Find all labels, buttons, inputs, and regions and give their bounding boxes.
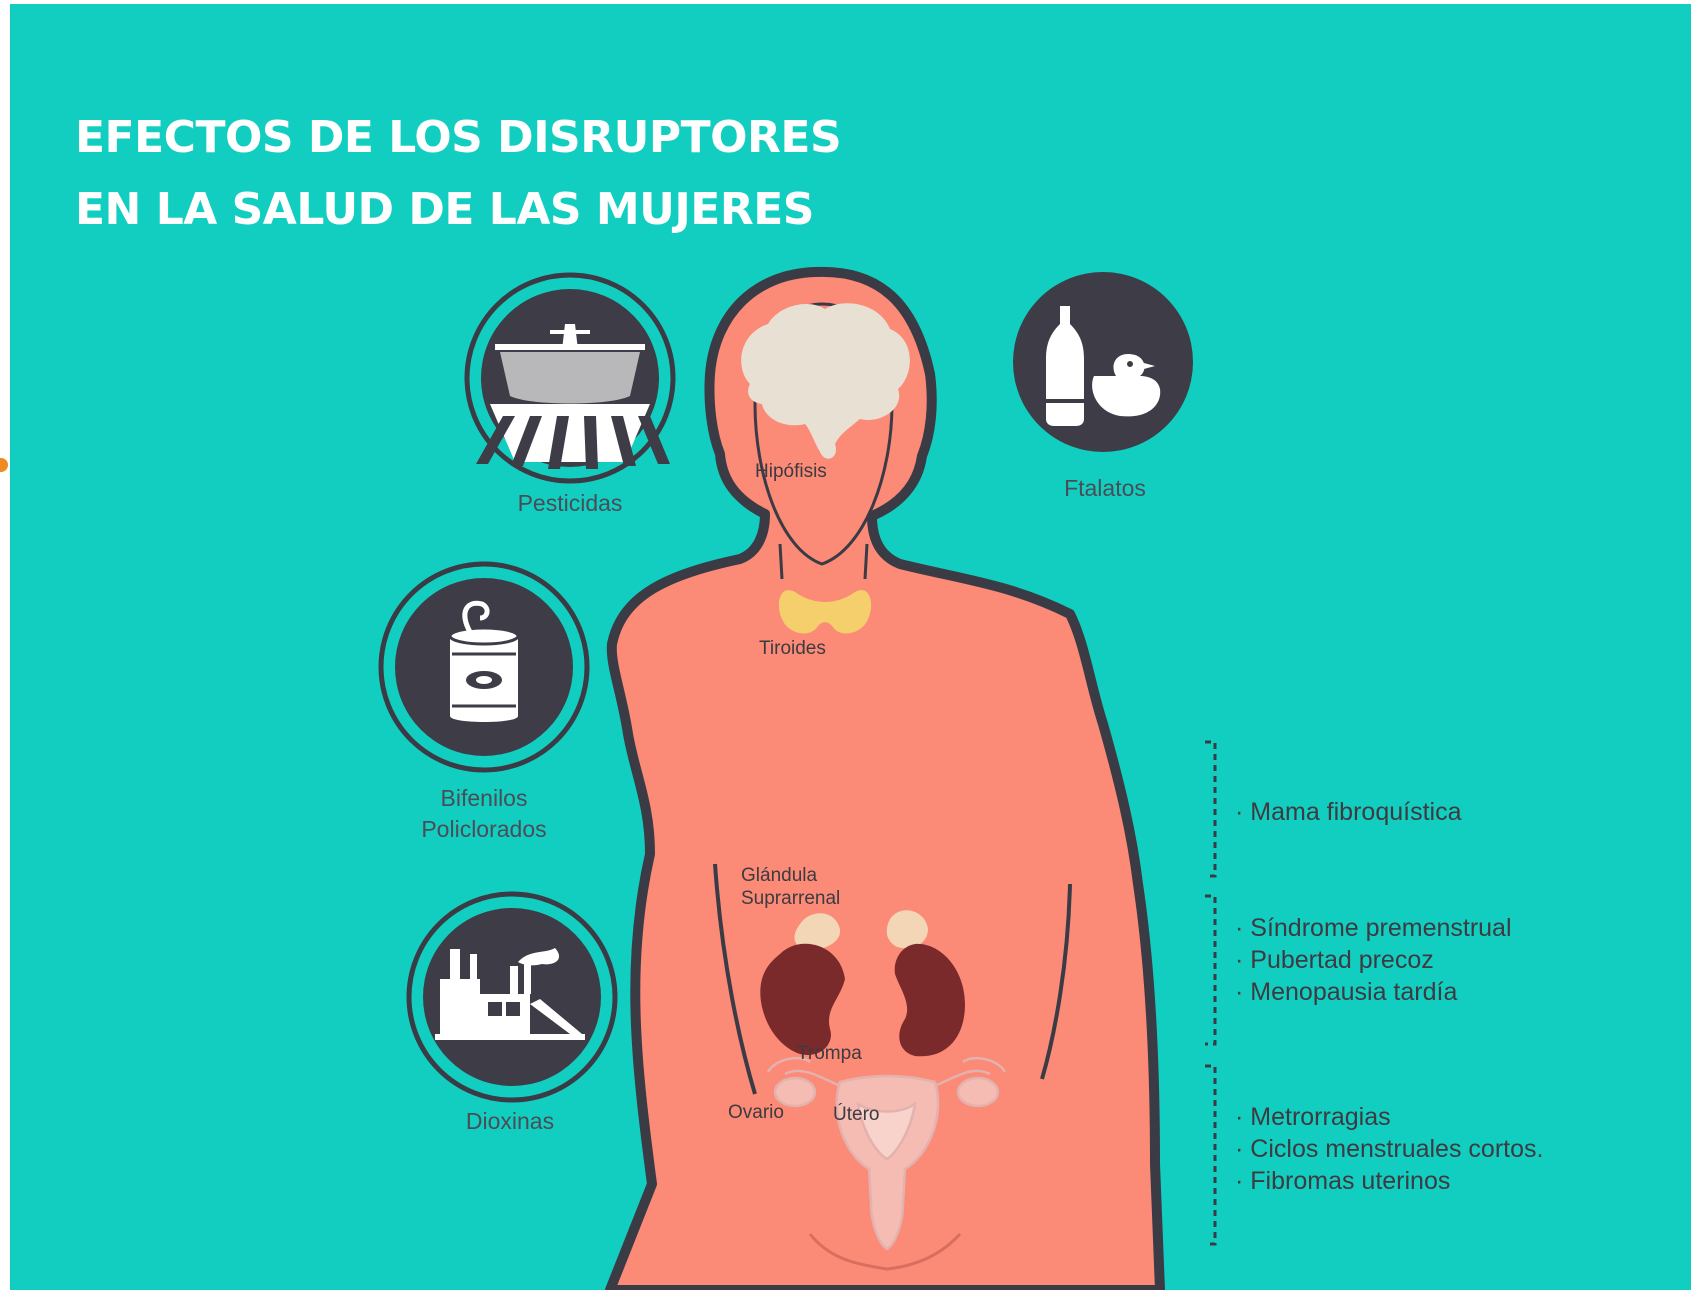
tin-can-icon [378,561,590,773]
crotch-line [808,1232,962,1271]
effect-item: Menopausia tardía [1235,976,1512,1008]
left-adrenal [794,913,841,950]
label-bifenilos-line-1: Bifenilos [440,785,528,811]
neck-lines [778,543,869,580]
label-ovario: Ovario [728,1102,784,1123]
left-kidney [760,943,845,1055]
effect-item: Mama fibroquística [1235,796,1461,828]
effect-item: Metrorragias [1235,1101,1543,1133]
effects-group-hormonal: Síndrome premenstrual Pubertad precoz Me… [1235,912,1512,1008]
label-tiroides: Tiroides [759,638,826,659]
reproductive-organs [766,1056,1007,1251]
label-dioxinas: Dioxinas [465,1108,555,1134]
bottle-and-duck-icon [1013,272,1193,452]
right-adrenal [886,910,928,949]
effects-group-uterine: Metrorragias Ciclos menstruales cortos. … [1235,1101,1543,1197]
label-hipofisis: Hipófisis [755,461,827,482]
label-glandula-line-2: Suprarrenal [741,888,841,909]
label-glandula-suprarrenal: Glándula Suprarrenal [741,864,840,910]
infographic-panel: EFECTOS DE LOS DISRUPTORES EN LA SALUD D… [10,4,1691,1290]
label-bifenilos-line-2: Policlorados [421,816,547,842]
edge-marker [0,458,8,472]
crop-duster-plane-icon [464,272,676,484]
label-bifenilos-policlorados: Bifenilos Policlorados [394,783,574,845]
effect-item: Ciclos menstruales cortos. [1235,1133,1543,1165]
label-glandula-line-1: Glándula [741,865,818,886]
label-pesticidas: Pesticidas [517,490,623,516]
left-arm-line [713,863,757,1095]
effect-item: Pubertad precoz [1235,944,1512,976]
effect-brackets [1205,740,1217,1246]
brain [741,303,910,459]
factory-icon [406,891,618,1103]
body-diagram [378,266,1217,1290]
label-trompa: Trompa [797,1043,862,1064]
right-kidney [894,943,965,1057]
label-ftalatos: Ftalatos [1064,475,1146,501]
title-line-1: EFECTOS DE LOS DISRUPTORES [75,112,842,163]
label-utero: Útero [833,1104,880,1125]
effect-item: Síndrome premenstrual [1235,912,1511,944]
title-line-2: EN LA SALUD DE LAS MUJERES [75,184,814,235]
effect-item: Fibromas uterinos [1235,1165,1543,1197]
effects-group-breast: Mama fibroquística [1235,796,1461,828]
page-title: EFECTOS DE LOS DISRUPTORES EN LA SALUD D… [75,102,842,246]
right-arm-line [1040,883,1072,1080]
body-silhouette [605,266,1165,1290]
thyroid [778,590,872,634]
